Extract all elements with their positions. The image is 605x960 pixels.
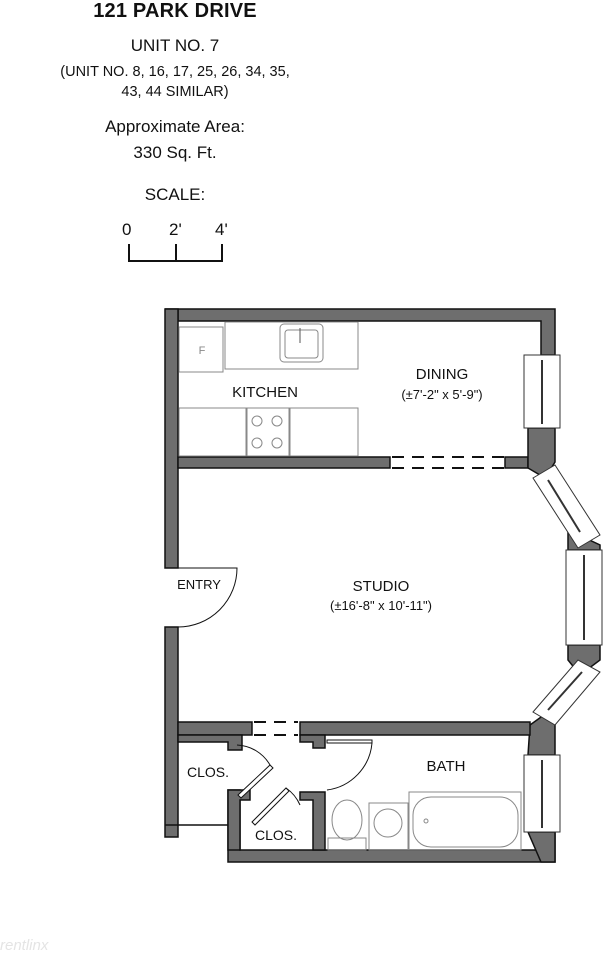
doors xyxy=(177,567,373,826)
scale-tick-0: 0 xyxy=(122,220,132,239)
closet-door-swing-1 xyxy=(236,744,271,766)
kitchen-label: KITCHEN xyxy=(232,384,298,401)
lower-counter-left xyxy=(178,407,247,457)
similar-units-line2: 43, 44 SIMILAR) xyxy=(121,84,229,100)
bath-door-swing xyxy=(326,742,373,791)
bathtub-icon xyxy=(408,791,522,851)
closet-label-2: CLOS. xyxy=(255,827,297,843)
scale-tick-4: 4' xyxy=(215,220,228,239)
scale-tick-2: 2' xyxy=(169,220,182,239)
dining-label: DINING xyxy=(416,366,469,383)
sink-icon xyxy=(279,323,324,363)
windows xyxy=(523,354,603,833)
refrigerator xyxy=(178,326,224,373)
stove-icon xyxy=(246,407,290,457)
closet-door-swing-2 xyxy=(285,787,301,806)
upper-counter xyxy=(224,321,359,370)
similar-units: (UNIT NO. 8, 16, 17, 25, 26, 34, 35, 43,… xyxy=(0,62,350,102)
studio-label: STUDIO xyxy=(353,578,410,595)
lower-counter-right xyxy=(289,407,359,457)
building-title: 121 PARK DRIVE xyxy=(93,0,257,22)
dining-dimensions: (±7'-2" x 5'-9") xyxy=(401,387,482,402)
entry-door-swing xyxy=(177,567,238,628)
kitchen-fixtures xyxy=(178,321,359,457)
scale-label: SCALE: xyxy=(144,185,206,204)
walls xyxy=(164,308,601,863)
similar-units-line1: (UNIT NO. 8, 16, 17, 25, 26, 34, 35, xyxy=(60,64,290,80)
area-label: Approximate Area: xyxy=(105,117,245,136)
toilet-icon xyxy=(331,799,363,841)
scale-bar xyxy=(128,244,223,262)
sink-icon xyxy=(368,802,409,851)
bath-fixtures xyxy=(327,791,522,851)
bath-label: BATH xyxy=(427,758,466,775)
studio-dimensions: (±16'-8" x 10'-11") xyxy=(330,598,432,613)
entry-label: ENTRY xyxy=(177,577,221,592)
watermark: rentlinx xyxy=(0,937,49,954)
closet-label-1: CLOS. xyxy=(187,764,229,780)
unit-number: UNIT NO. 7 xyxy=(130,36,220,55)
area-value: 330 Sq. Ft. xyxy=(133,143,217,162)
opening-dashes xyxy=(254,456,505,736)
fridge-label: F xyxy=(199,345,206,357)
